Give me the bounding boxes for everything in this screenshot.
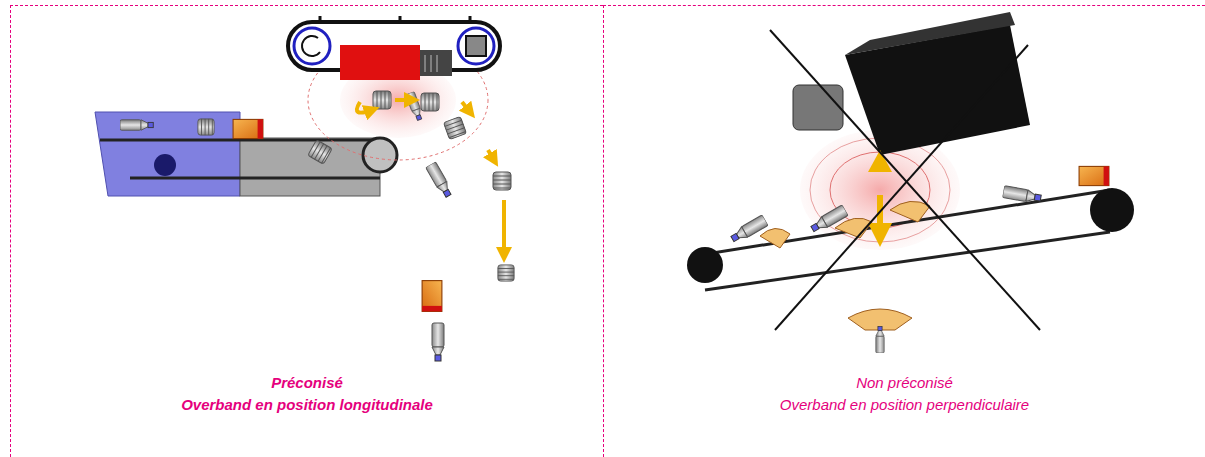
panel-frame: Non préconiséOverband en position perpen… [603,5,1205,457]
panel-caption: Overband en position perpendiculaire [604,394,1205,415]
panel-caption: Non préconisé [604,372,1205,393]
perpendicular-overband [687,12,1134,353]
panel-caption: Overband en position longitudinale [11,394,603,415]
longitudinal-overband [95,16,514,361]
panel-frame: PréconiséOverband en position longitudin… [10,5,603,457]
panel-caption: Préconisé [11,372,603,393]
